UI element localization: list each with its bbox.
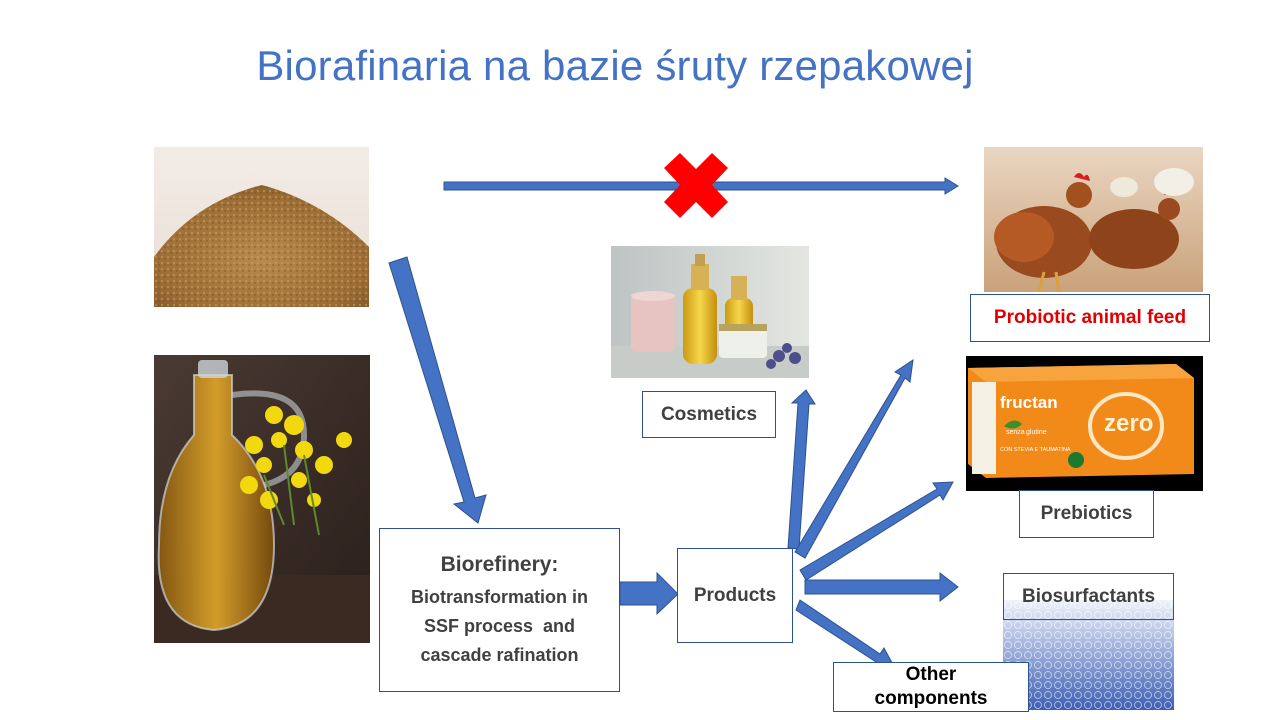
arrow-biorefinery-to-products: [619, 571, 679, 616]
prebiotics-label: Prebiotics: [1040, 503, 1133, 524]
biorefinery-title: Biorefinery:: [440, 552, 559, 576]
products-box: Products: [677, 548, 793, 643]
chickens-photo: [984, 147, 1203, 292]
products-label: Products: [693, 584, 777, 606]
prebiotics-box: Prebiotics: [1019, 490, 1154, 538]
product-tag-1: senza: [1006, 429, 1025, 436]
arrow-products-to-feed: [794, 358, 914, 559]
product-sub-text: CON STEVIA E TAUMATINA: [1000, 447, 1071, 453]
other-components-line-1: Other: [905, 664, 957, 685]
product-brand-text: fructan: [1000, 393, 1058, 412]
cosmetics-box: Cosmetics: [642, 391, 776, 438]
product-tag-2: glutine: [1026, 429, 1047, 436]
biorefinery-line-1: Biotransformation in: [410, 586, 588, 607]
other-components-box: Other components: [833, 662, 1029, 712]
arrow-products-to-cosmetics: [787, 389, 816, 550]
biorefinery-line-3: cascade rafination: [420, 644, 579, 665]
cosmetics-photo: [611, 246, 809, 378]
other-components-line-2: components: [874, 688, 988, 709]
slide-title: Biorafinaria na bazie śruty rzepakowej: [256, 42, 974, 89]
biosurfactant-bubbles-photo: [1003, 600, 1174, 710]
biosurfactants-box: Biosurfactants: [1003, 573, 1174, 620]
rapeseed-oil-photo: [154, 355, 370, 643]
cross-icon: [664, 153, 728, 218]
arrow-meal-to-biorefinery: [388, 256, 487, 524]
arrow-products-to-other: [795, 599, 897, 671]
arrow-products-to-biosurfactants: [804, 571, 959, 603]
fructan-product-photo: fructan zero senza glutine CON STEVIA E …: [966, 356, 1203, 491]
probiotic-feed-label: Probiotic animal feed: [993, 307, 1187, 328]
biorefinery-line-2: SSF process and: [423, 615, 576, 636]
product-name-text: zero: [1104, 410, 1153, 437]
probiotic-feed-box: Probiotic animal feed: [970, 294, 1210, 342]
biosurfactants-label: Biosurfactants: [1021, 585, 1156, 607]
biorefinery-box: Biorefinery: Biotransformation in SSF pr…: [379, 528, 620, 692]
rapeseed-meal-photo: [154, 147, 369, 307]
arrow-products-to-prebiotics: [799, 481, 954, 581]
cosmetics-label: Cosmetics: [660, 403, 758, 425]
arrow-meal-to-feed: [443, 177, 959, 195]
